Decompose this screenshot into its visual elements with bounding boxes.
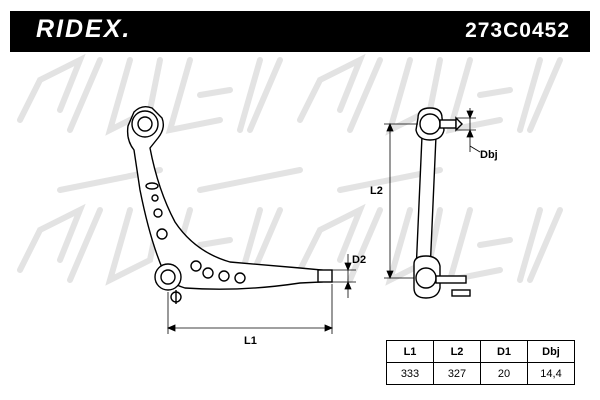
spec-value-dbj: 14,4 [527,362,575,385]
dimension-d2 [326,254,356,298]
spec-table: L1 L2 D1 Dbj 333 327 20 14,4 [386,340,575,385]
label-dbj: Dbj [480,149,498,161]
spec-header-l2: L2 [433,340,481,363]
label-l1: L1 [244,335,257,347]
spec-header-d1: D1 [480,340,528,363]
spec-table-header-row: L1 L2 D1 Dbj [386,340,575,363]
spec-value-l2: 327 [433,362,481,385]
spec-header-l1: L1 [386,340,434,363]
header-bar: RIDEX. 273C0452 [10,11,590,52]
spec-header-dbj: Dbj [527,340,575,363]
control-arm-front-view [126,105,333,304]
brand-logo: RIDEX. [36,15,132,43]
dimension-l2 [384,122,418,280]
dimension-l1 [166,284,334,334]
label-l2: L2 [370,185,383,197]
control-arm-side-view [413,107,471,299]
spec-value-d1: 20 [480,362,528,385]
spec-table-value-row: 333 327 20 14,4 [386,362,575,385]
part-number: 273C0452 [465,19,570,42]
dimension-dbj [456,108,481,153]
spec-value-l1: 333 [386,362,434,385]
label-d2: D2 [352,254,366,266]
